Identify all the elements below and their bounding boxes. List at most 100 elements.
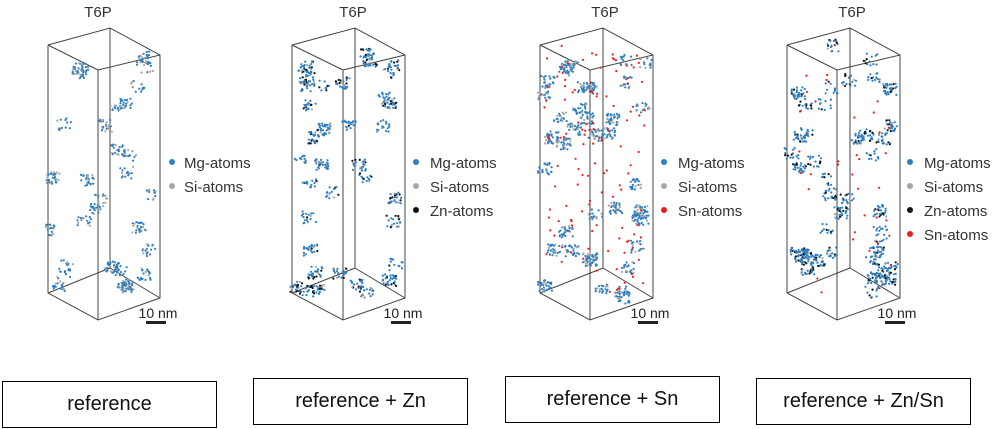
atom-dot bbox=[542, 93, 545, 97]
panel-reference-zn-sn: T6P Mg-atoms Si-atoms Zn-atoms Sn-atoms … bbox=[783, 4, 991, 324]
atom-dot bbox=[645, 214, 648, 217]
atom-dot-sn bbox=[807, 188, 810, 191]
atom-dot bbox=[113, 146, 116, 149]
atom-dot bbox=[596, 287, 599, 290]
atom-dot bbox=[377, 94, 380, 97]
atom-dot bbox=[119, 167, 122, 170]
atom-dot bbox=[546, 132, 549, 135]
atom-dot bbox=[834, 216, 837, 219]
atom-dot bbox=[570, 65, 573, 68]
atom-dot bbox=[71, 72, 74, 75]
atom-dot bbox=[308, 64, 311, 67]
atom-dot-sn bbox=[607, 249, 610, 252]
atom-dot bbox=[853, 84, 857, 87]
atom-dot bbox=[314, 102, 317, 105]
atom-dot bbox=[870, 136, 873, 139]
atom-dot-sn bbox=[574, 157, 577, 160]
atom-dot bbox=[823, 176, 826, 179]
atom-dot bbox=[313, 84, 316, 87]
atom-dot bbox=[571, 125, 574, 128]
atom-dot bbox=[867, 78, 870, 81]
atom-dot bbox=[66, 121, 69, 124]
atom-dot bbox=[80, 219, 83, 222]
atom-dot bbox=[89, 183, 92, 186]
atom-dot bbox=[620, 291, 623, 294]
atom-dot bbox=[883, 233, 886, 236]
atom-dot bbox=[877, 209, 880, 212]
atom-dot bbox=[784, 148, 787, 151]
atom-dot bbox=[631, 244, 634, 247]
atom-dot bbox=[56, 282, 59, 285]
atom-dot bbox=[315, 291, 318, 294]
atom-dot bbox=[79, 173, 82, 176]
atom-dot bbox=[307, 213, 310, 216]
atom-dot bbox=[290, 286, 293, 289]
atom-dot bbox=[548, 96, 552, 99]
atom-dot bbox=[311, 179, 314, 182]
atom-dot bbox=[117, 109, 120, 112]
atom-dot bbox=[60, 126, 63, 130]
atom-dot bbox=[889, 271, 892, 274]
atom-dot bbox=[798, 95, 801, 98]
atom-dot bbox=[385, 214, 388, 217]
legend-marker-si bbox=[907, 183, 913, 189]
atom-dot bbox=[821, 229, 824, 233]
atom-dot bbox=[637, 211, 641, 214]
atom-dot bbox=[301, 210, 304, 213]
atom-dot bbox=[854, 141, 857, 144]
atom-dot bbox=[802, 92, 805, 95]
atom-dot bbox=[563, 67, 566, 70]
atom-dot bbox=[589, 138, 592, 142]
atom-dot bbox=[399, 199, 402, 202]
atom-dot bbox=[362, 160, 365, 163]
atom-dot bbox=[821, 173, 825, 176]
atom-dot bbox=[834, 38, 837, 41]
atom-dot bbox=[615, 202, 618, 205]
atom-dot bbox=[388, 103, 391, 106]
atom-dot bbox=[306, 216, 309, 219]
atom-dot bbox=[885, 279, 888, 282]
atom-dot bbox=[790, 247, 793, 250]
scale-bar-label: 10 nm bbox=[878, 305, 917, 321]
atom-dot bbox=[598, 290, 601, 293]
atom-dot bbox=[624, 86, 627, 89]
atom-dot bbox=[547, 249, 550, 252]
atom-dot bbox=[116, 106, 120, 109]
atom-dot bbox=[323, 80, 326, 83]
atom-dot bbox=[825, 228, 828, 231]
legend-marker-sn bbox=[661, 207, 667, 213]
atom-dot-sn bbox=[608, 290, 611, 293]
scale-bar-line bbox=[885, 321, 905, 324]
atom-dot bbox=[296, 280, 299, 283]
atom-dot bbox=[882, 238, 885, 241]
atom-dot bbox=[874, 254, 878, 257]
atom-dot bbox=[325, 89, 328, 92]
atom-dot bbox=[789, 248, 792, 252]
atom-dot bbox=[857, 131, 861, 134]
atom-dot bbox=[559, 229, 562, 232]
atom-dot bbox=[125, 281, 128, 284]
atom-dot bbox=[308, 84, 311, 87]
atom-dot-sn bbox=[599, 66, 602, 69]
atom-dot bbox=[308, 131, 311, 134]
atom-dot bbox=[330, 190, 333, 193]
atom-dot bbox=[833, 89, 837, 93]
atom-dot bbox=[342, 87, 345, 90]
atom-dot bbox=[89, 218, 92, 221]
atom-dot bbox=[585, 87, 588, 90]
atom-dot bbox=[583, 89, 586, 92]
atom-dot bbox=[821, 264, 824, 267]
atom-dot bbox=[347, 124, 350, 127]
atom-dot bbox=[46, 174, 49, 177]
atom-dot bbox=[89, 208, 92, 212]
atom-dot bbox=[810, 263, 813, 266]
atom-dot bbox=[793, 130, 796, 133]
atom-dot-sn bbox=[878, 287, 881, 290]
atom-dot bbox=[552, 244, 556, 247]
atom-dot bbox=[883, 283, 886, 286]
atom-dot bbox=[63, 271, 66, 274]
atom-dot-sn bbox=[592, 142, 595, 145]
atom-dot bbox=[635, 180, 638, 183]
atom-dot bbox=[382, 68, 385, 71]
atom-dot bbox=[358, 290, 361, 293]
